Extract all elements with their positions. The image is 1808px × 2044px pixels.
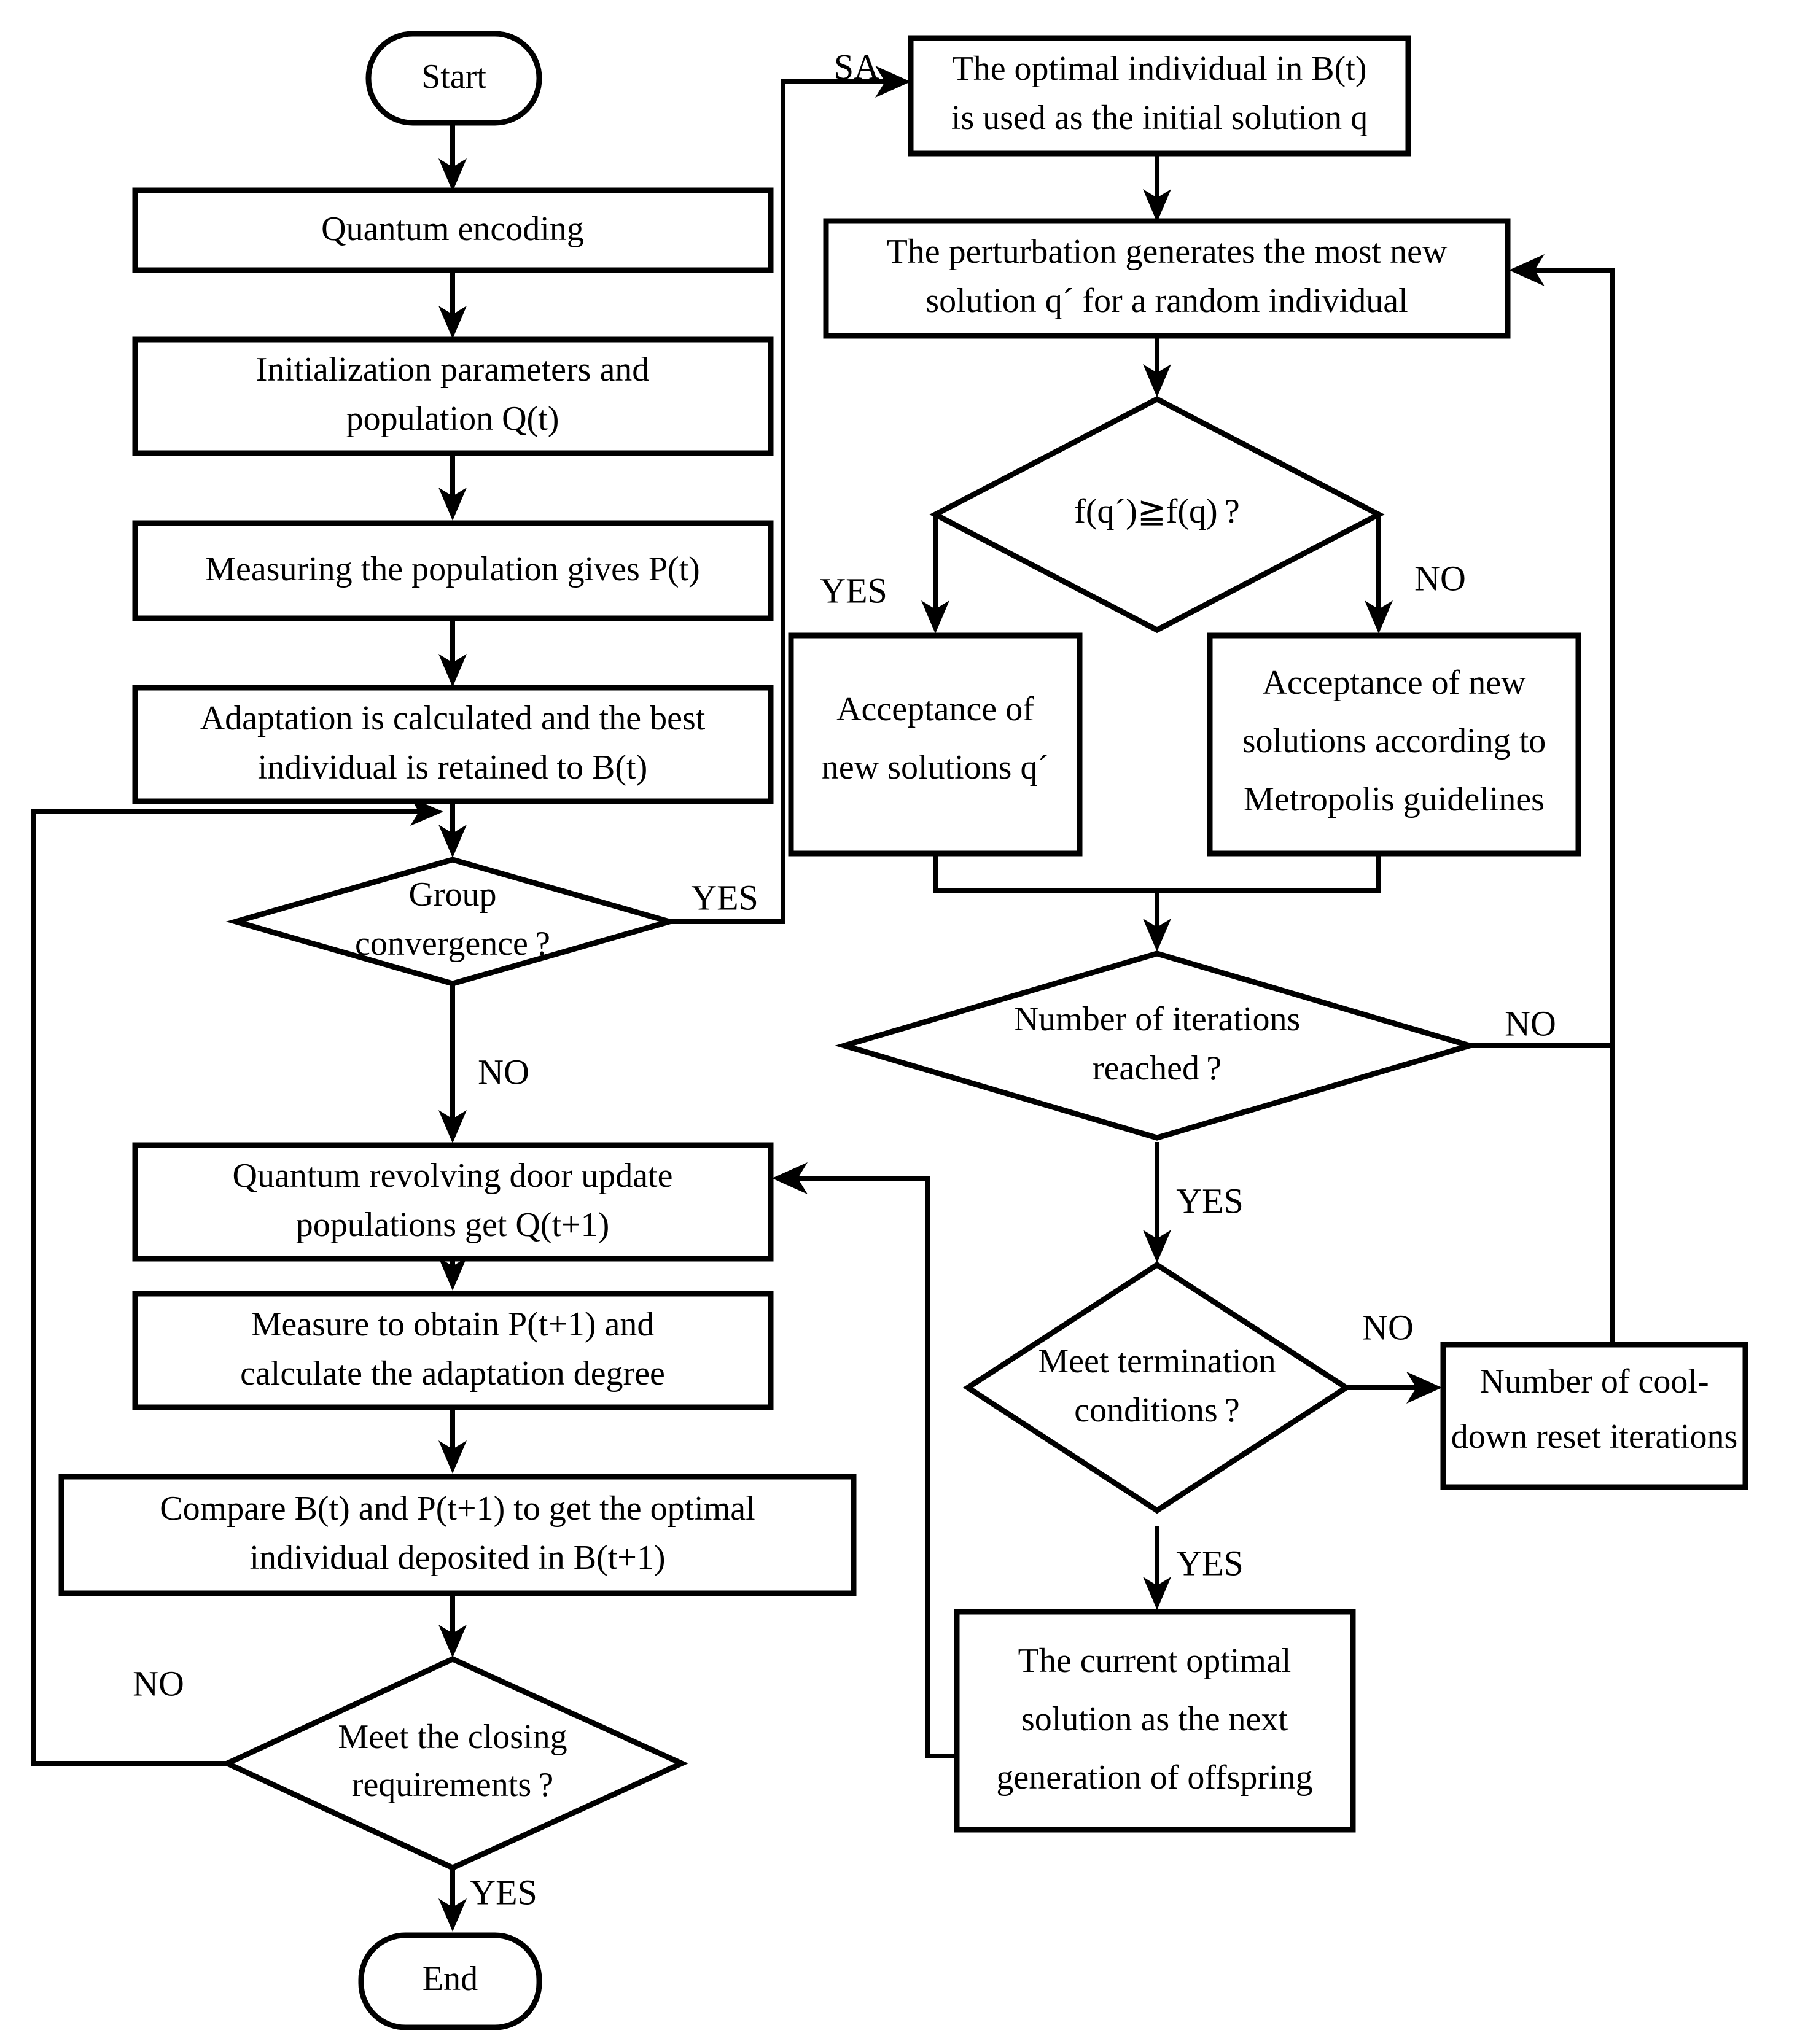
node-termination-decision[interactable]: Meet termination conditions ? — [962, 1261, 1352, 1514]
node-end[interactable]: End — [358, 1932, 542, 2030]
node-cooldown-reset[interactable]: Number of cool- down reset iterations — [1440, 1342, 1748, 1490]
node-iterations-reached-decision[interactable]: Number of iterations reached ? — [835, 950, 1479, 1141]
node-acceptance-metropolis[interactable]: Acceptance of new solutions according to… — [1207, 632, 1581, 857]
node-sa-optimal-individual[interactable]: The optimal individual in B(t) is used a… — [908, 35, 1411, 157]
edge-label-meet-closing-yes: YES — [470, 1872, 537, 1912]
edge-label-termination-yes: YES — [1176, 1543, 1244, 1583]
node-accept-metropolis-line2: solutions according to — [1242, 722, 1546, 760]
node-measure-obtain-line1: Measure to obtain P(t+1) and — [251, 1305, 655, 1343]
node-start-label: Start — [421, 58, 486, 96]
node-compare-line1: Compare B(t) and P(t+1) to get the optim… — [160, 1490, 755, 1528]
connector-termination-no — [1346, 1372, 1442, 1404]
node-fq-decision[interactable]: f(q´)≧f(q) ? — [929, 395, 1385, 634]
connector-perturbation-to-fq — [1143, 333, 1171, 397]
node-sa-optimal-line2: is used as the initial solution q — [951, 99, 1368, 137]
node-perturbation-line1: The perturbation generates the most new — [887, 233, 1448, 271]
node-group-convergence-line1: Group — [408, 876, 496, 914]
connector-iterations-no — [1470, 254, 1615, 1048]
node-current-optimal-solution[interactable]: The current optimal solution as the next… — [954, 1609, 1356, 1833]
connector-adaptation-to-group-convergence — [438, 798, 467, 858]
node-quantum-door-line1: Quantum revolving door update — [233, 1157, 673, 1195]
node-adaptation-calculated[interactable]: Adaptation is calculated and the best in… — [132, 685, 774, 804]
node-end-label: End — [423, 1960, 478, 1998]
connector-init-to-measuring — [438, 450, 467, 521]
node-quantum-revolving-door[interactable]: Quantum revolving door update population… — [132, 1142, 774, 1262]
node-fq-decision-label: f(q´)≧f(q) ? — [1074, 492, 1240, 530]
edge-label-meet-closing-no: NO — [133, 1663, 184, 1703]
edge-label-group-convergence-yes: YES — [691, 877, 758, 917]
node-accept-metropolis-line3: Metropolis guidelines — [1244, 780, 1545, 818]
connector-start-to-quantum-encoding — [438, 120, 467, 192]
node-meet-closing-line1: Meet the closing — [338, 1718, 567, 1756]
node-iterations-line2: reached ? — [1093, 1049, 1222, 1087]
node-measure-obtain[interactable]: Measure to obtain P(t+1) and calculate t… — [132, 1291, 774, 1410]
node-adaptation-line2: individual is retained to B(t) — [258, 748, 648, 787]
connector-closing-no-loop — [31, 798, 443, 1766]
connector-fq-no — [1365, 516, 1393, 634]
edge-label-termination-no: NO — [1362, 1307, 1414, 1347]
node-measure-obtain-line2: calculate the adaptation degree — [240, 1354, 665, 1393]
node-termination-line1: Meet termination — [1038, 1342, 1276, 1380]
node-quantum-door-line2: populations get Q(t+1) — [296, 1206, 610, 1244]
connector-fq-yes — [921, 516, 949, 634]
connector-current-optimal-to-door — [772, 1162, 957, 1758]
node-adaptation-line1: Adaptation is calculated and the best — [200, 699, 706, 737]
node-group-convergence-decision[interactable]: Group convergence ? — [225, 857, 680, 987]
node-cooldown-line1: Number of cool- — [1479, 1362, 1709, 1401]
node-acceptance-new-solutions[interactable]: Acceptance of new solutions q´ — [788, 632, 1083, 857]
node-accept-new-line1: Acceptance of — [836, 690, 1034, 728]
node-compare-line2: individual deposited in B(t+1) — [249, 1539, 665, 1577]
node-meet-closing-line2: requirements ? — [352, 1766, 553, 1804]
connector-acceptance-merge-to-iterations — [933, 853, 1381, 952]
node-quantum-encoding[interactable]: Quantum encoding — [132, 187, 774, 273]
edge-label-fq-no: NO — [1414, 558, 1466, 598]
connector-measuring-to-adaptation — [438, 616, 467, 687]
node-quantum-encoding-label: Quantum encoding — [321, 210, 584, 248]
connector-measure-to-compare — [438, 1409, 467, 1474]
node-perturbation[interactable]: The perturbation generates the most new … — [823, 218, 1511, 339]
node-start[interactable]: Start — [365, 31, 542, 126]
edge-label-group-convergence-no: NO — [478, 1052, 529, 1092]
node-cooldown-line2: down reset iterations — [1451, 1418, 1738, 1456]
node-current-optimal-line1: The current optimal — [1018, 1642, 1292, 1680]
edge-label-sa: SA — [834, 47, 879, 87]
connector-sa-to-perturbation — [1143, 152, 1171, 222]
connector-group-convergence-yes — [669, 66, 911, 924]
node-termination-line2: conditions ? — [1074, 1391, 1239, 1429]
edge-label-fq-yes: YES — [820, 570, 887, 610]
node-sa-optimal-line1: The optimal individual in B(t) — [952, 50, 1366, 88]
node-measuring-population[interactable]: Measuring the population gives P(t) — [132, 520, 774, 621]
node-iterations-line1: Number of iterations — [1014, 1000, 1301, 1038]
connector-compare-to-closing — [438, 1593, 467, 1658]
connector-quantum-encoding-to-init — [438, 268, 467, 339]
node-compare-optimal[interactable]: Compare B(t) and P(t+1) to get the optim… — [58, 1474, 857, 1596]
node-initialization-line1: Initialization parameters and — [256, 351, 650, 389]
node-accept-metropolis-line1: Acceptance of new — [1262, 664, 1526, 702]
node-initialization-parameters[interactable]: Initialization parameters and population… — [132, 336, 774, 456]
node-group-convergence-line2: convergence ? — [355, 925, 550, 963]
edge-label-iterations-no: NO — [1505, 1003, 1556, 1043]
node-current-optimal-line2: solution as the next — [1021, 1700, 1288, 1738]
node-current-optimal-line3: generation of offspring — [996, 1758, 1312, 1797]
connector-termination-yes — [1143, 1526, 1171, 1610]
connector-iterations-yes — [1143, 1142, 1171, 1263]
connector-closing-yes-to-end — [438, 1869, 467, 1932]
node-initialization-line2: population Q(t) — [346, 400, 559, 438]
node-perturbation-line2: solution q´ for a random individual — [925, 282, 1408, 320]
node-accept-new-line2: new solutions q´ — [822, 748, 1049, 787]
node-meet-closing-decision[interactable]: Meet the closing requirements ? — [220, 1656, 688, 1871]
connector-group-convergence-no — [438, 985, 467, 1143]
node-measuring-population-label: Measuring the population gives P(t) — [205, 550, 700, 588]
edge-label-iterations-yes: YES — [1176, 1181, 1244, 1221]
